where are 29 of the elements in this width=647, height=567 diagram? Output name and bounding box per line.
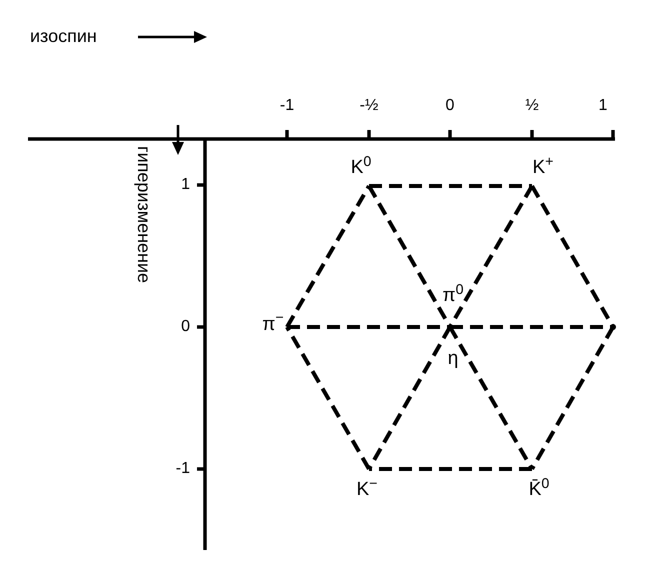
tick-label: ½ <box>525 98 539 114</box>
particle-label: K$^{−}$ <box>356 480 378 499</box>
particle-label: η <box>448 349 458 368</box>
dashed-line <box>450 325 613 329</box>
dashed-line <box>367 185 452 328</box>
dashed-line <box>369 184 532 188</box>
axis-title: гиперизменение <box>135 146 153 284</box>
tick-label: 0 <box>446 98 454 114</box>
axis-title: изоспин <box>30 27 97 45</box>
tick-label: 1 <box>181 177 190 193</box>
particle-label: π$^{−}$ <box>262 314 284 334</box>
tick-label: -½ <box>360 98 378 114</box>
particle-label: π$^{0}$ <box>442 286 464 305</box>
tick-label: -1 <box>176 461 190 477</box>
tick-label: -1 <box>280 98 294 114</box>
dashed-line <box>285 326 371 470</box>
particle-label: K$^{0}$ <box>350 158 372 177</box>
dashed-line <box>367 326 452 470</box>
tick-label: 1 <box>598 98 608 114</box>
dashed-line <box>287 325 450 329</box>
dashed-line <box>448 185 534 328</box>
dashed-line <box>369 467 532 471</box>
dashed-line <box>448 326 534 470</box>
particle-label: K̄$^{0}$ <box>528 480 550 499</box>
tick-label: 0 <box>181 319 190 335</box>
dashed-line <box>530 326 615 470</box>
vertex-point <box>610 324 616 330</box>
dashed-line <box>285 185 371 328</box>
particle-label: K$^{+}$ <box>532 158 554 177</box>
